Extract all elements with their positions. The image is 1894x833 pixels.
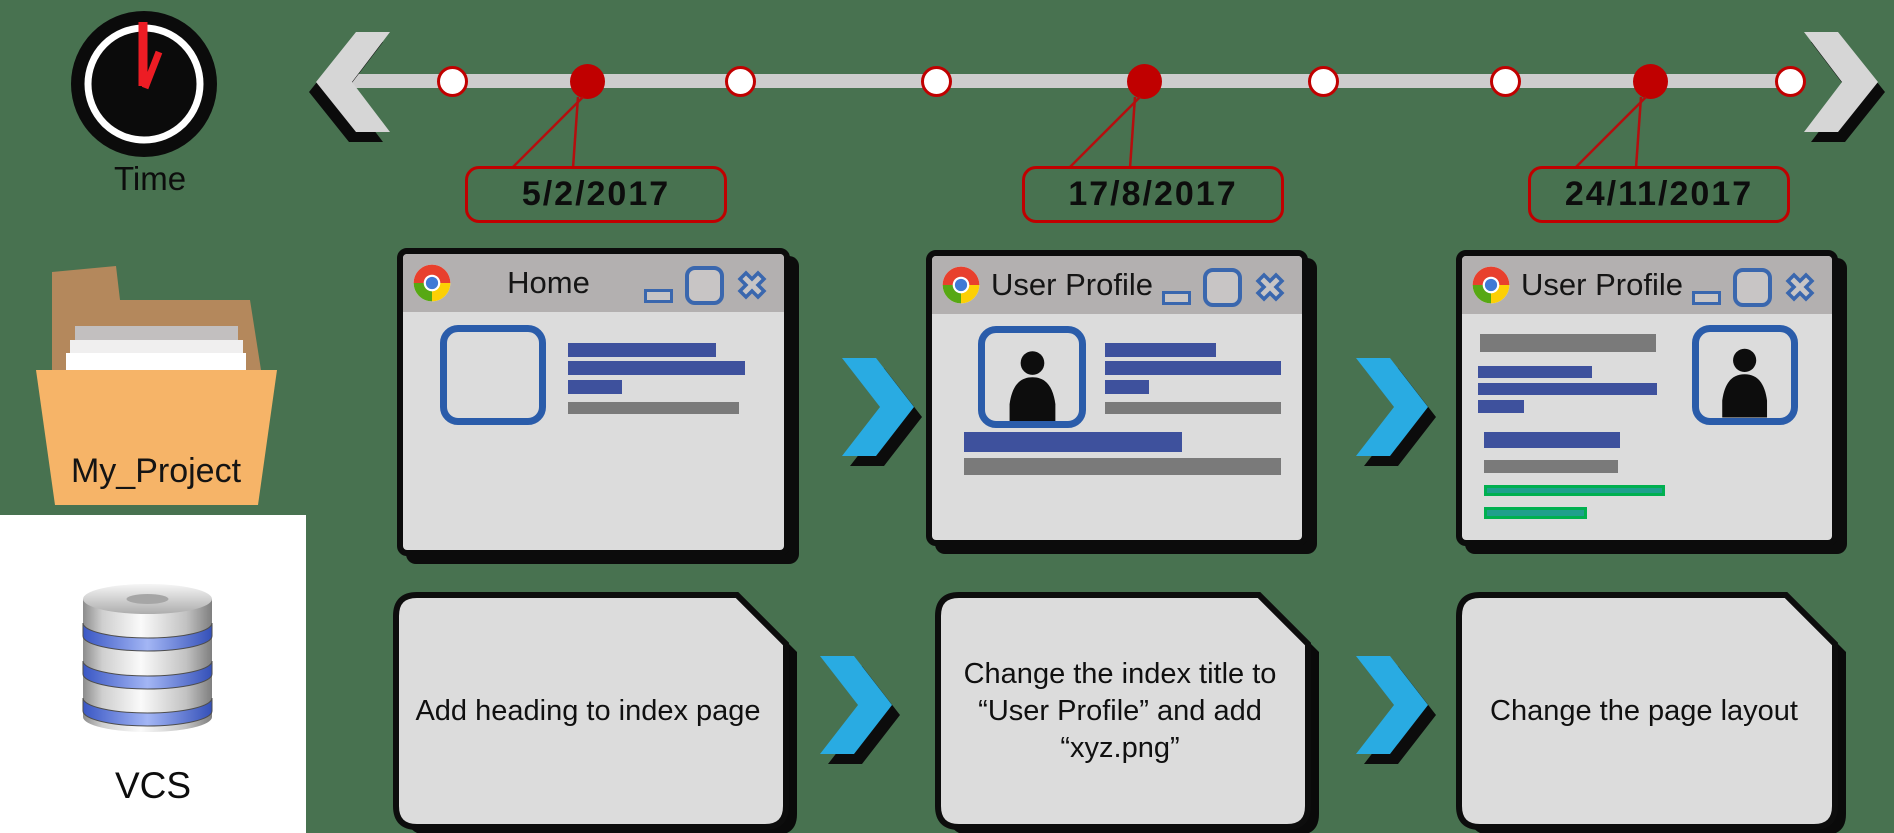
minimize-button[interactable] [644, 289, 673, 303]
next-step-arrow-icon [842, 358, 922, 466]
next-step-arrow-icon [1356, 656, 1436, 764]
content-bar-gray [1480, 334, 1656, 352]
content-bar-blue [1478, 400, 1524, 413]
commit-note-1: Add heading to index page [393, 592, 797, 833]
date-callout: 17/8/2017 [1022, 166, 1284, 223]
timeline-arrow-left-icon [309, 32, 390, 142]
content-bar-gray [964, 458, 1281, 475]
timeline-dot-red [569, 63, 605, 99]
next-step-arrow-icon [820, 656, 900, 764]
chrome-icon [942, 266, 980, 304]
content-bar-green [1484, 507, 1587, 519]
note-text-3: Change the page layout [1464, 592, 1824, 830]
minimize-button[interactable] [1162, 291, 1191, 305]
date-callout: 5/2/2017 [465, 166, 727, 223]
content-bar-blue [568, 361, 745, 375]
chrome-icon [413, 264, 451, 302]
chrome-icon [1472, 266, 1510, 304]
database-icon [82, 584, 213, 732]
timeline-dot-red [1126, 63, 1162, 99]
content-bar-green [1484, 485, 1665, 496]
timeline-dot-white [1307, 65, 1339, 97]
timeline-line [330, 74, 1800, 88]
content-bar-blue [964, 432, 1182, 452]
folder-icon [36, 266, 277, 505]
timeline-dot-red [1632, 63, 1668, 99]
maximize-button[interactable] [1203, 267, 1242, 307]
browser-window-user-profile-2: User Profile [1456, 250, 1838, 546]
content-bar-blue [1105, 380, 1149, 394]
window-titlebar: User Profile [932, 256, 1302, 314]
browser-window-user-profile-1: User Profile [926, 250, 1308, 546]
minimize-button[interactable] [1692, 291, 1721, 305]
next-step-arrow-icon [1356, 358, 1436, 466]
image-placeholder [440, 325, 546, 425]
folder-label: My_Project [70, 452, 242, 490]
close-button[interactable] [732, 265, 772, 305]
content-bar-gray [1105, 402, 1281, 414]
timeline-arrow-right-icon [1804, 32, 1885, 142]
avatar-placeholder [1692, 325, 1798, 425]
timeline-dot-white [724, 65, 756, 97]
content-bar-gray [568, 402, 739, 414]
note-line: “xyz.png” [1060, 731, 1180, 764]
timeline-dot-white [1774, 65, 1806, 97]
maximize-button[interactable] [1733, 267, 1772, 307]
vcs-label: VCS [114, 765, 192, 806]
window-titlebar: User Profile [1462, 256, 1832, 314]
time-label: Time [113, 160, 187, 197]
close-button[interactable] [1250, 267, 1290, 307]
commit-note-2: Change the index title to “User Profile” … [935, 592, 1319, 833]
close-button[interactable] [1780, 267, 1820, 307]
person-silhouette-icon [1009, 350, 1055, 421]
content-bar-blue [1478, 366, 1592, 378]
window-titlebar: Home [403, 254, 784, 312]
note-text-1: Add heading to index page [401, 592, 775, 830]
content-bar-gray [1484, 460, 1618, 473]
window-title: Home [507, 265, 590, 300]
clock-icon [71, 11, 217, 157]
window-title: User Profile [1521, 267, 1683, 302]
vcs-panel: VCS [0, 515, 306, 833]
note-shape [935, 592, 1319, 833]
note-text-2: Change the index title to “User Profile” … [943, 592, 1297, 830]
content-bar-blue [568, 343, 716, 357]
note-line: “User Profile” and add [978, 694, 1262, 727]
note-line: Add heading to index page [415, 694, 761, 727]
content-bar-blue [568, 380, 622, 394]
date-callout: 24/11/2017 [1528, 166, 1790, 223]
timeline-dot-white [436, 65, 468, 97]
note-shape [1456, 592, 1846, 833]
content-bar-blue [1105, 343, 1216, 357]
maximize-button[interactable] [685, 265, 724, 305]
person-silhouette-icon [1722, 349, 1768, 418]
commit-note-3: Change the page layout [1456, 592, 1846, 833]
timeline-dot-white [920, 65, 952, 97]
note-line: Change the index title to [963, 657, 1277, 690]
content-bar-blue [1484, 432, 1620, 448]
window-title: User Profile [991, 267, 1153, 302]
avatar-placeholder [978, 326, 1086, 428]
content-bar-blue [1478, 383, 1657, 395]
timeline-dot-white [1489, 65, 1521, 97]
note-line: Change the page layout [1490, 694, 1798, 727]
content-bar-blue [1105, 361, 1281, 375]
note-shape [393, 592, 797, 833]
